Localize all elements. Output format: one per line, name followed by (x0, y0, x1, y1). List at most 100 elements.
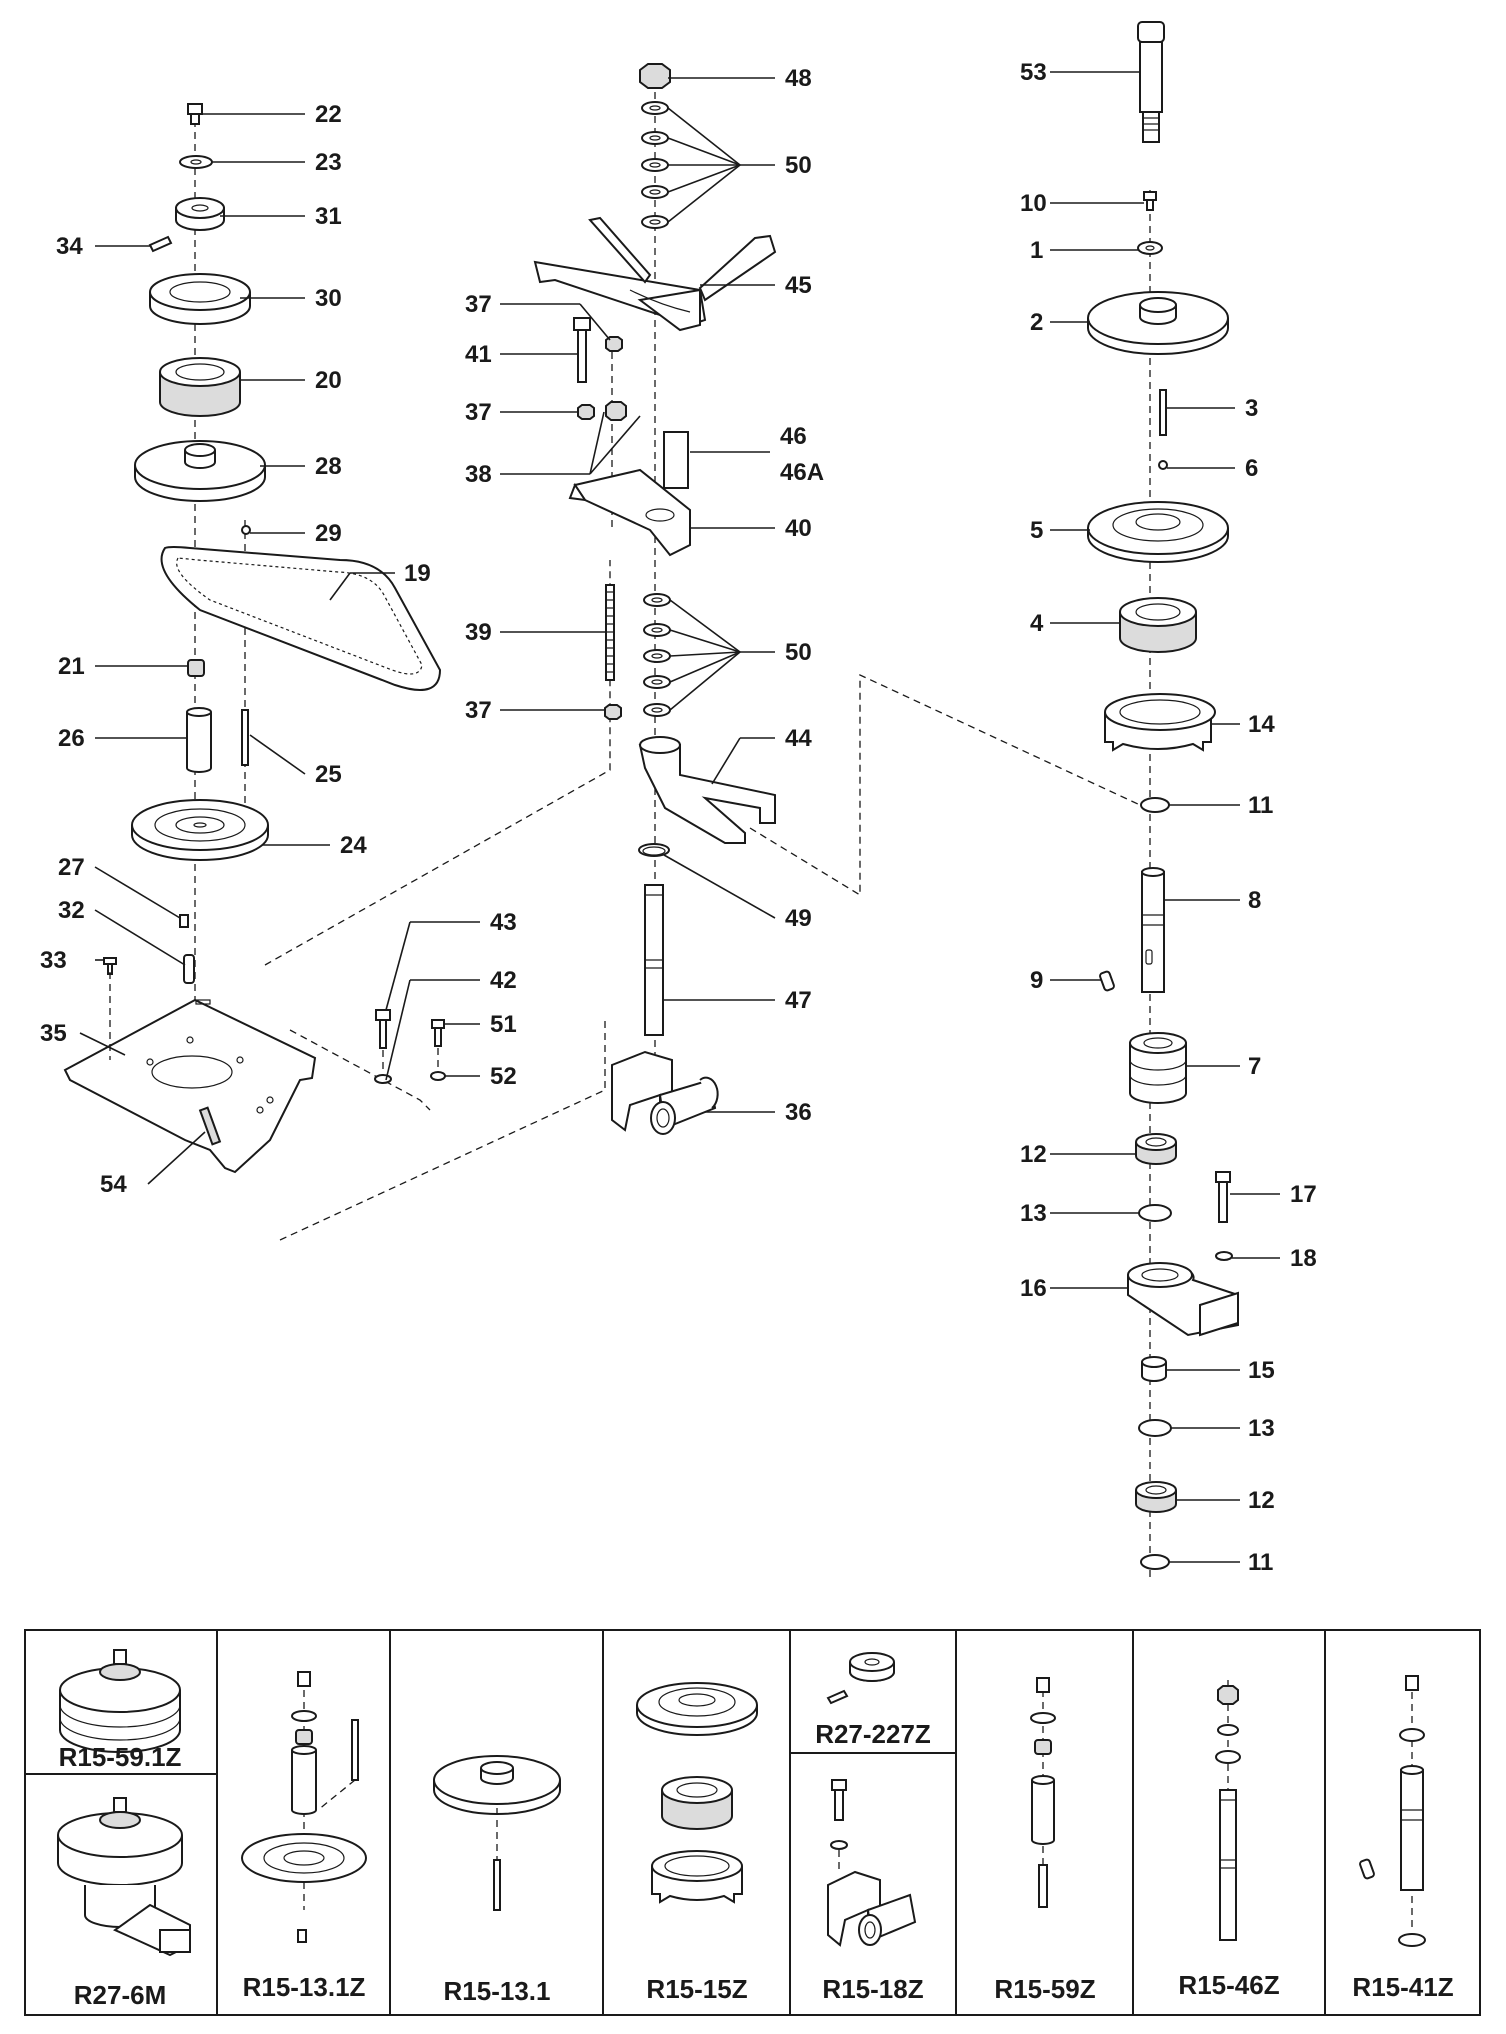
callout-10: 10 (1020, 190, 1047, 217)
callout-27: 27 (58, 854, 85, 881)
callout-50-bottom: 50 (785, 639, 812, 666)
callout-14: 14 (1248, 711, 1275, 738)
kit-label-r27-6m: R27-6M (74, 1980, 166, 2010)
part-5-pulley-disc (1087, 501, 1229, 563)
part-3-pin (1159, 389, 1167, 436)
part-50-washers-bottom (643, 593, 671, 717)
kit-r15-15z-drawing (636, 1682, 758, 1904)
callout-6: 6 (1245, 455, 1258, 482)
part-49-ring (638, 843, 670, 857)
part-12-bearing-a (1135, 1133, 1177, 1165)
part-18-washer (1215, 1251, 1233, 1261)
part-43-bolt (375, 1009, 391, 1049)
part-45-fork (533, 216, 777, 332)
part-46-spring (663, 431, 689, 489)
callout-46: 46 (780, 423, 807, 450)
callout-31: 31 (315, 203, 342, 230)
right-assembly (749, 21, 1239, 1580)
part-44-fork-arm (638, 736, 776, 844)
callout-45: 45 (785, 272, 812, 299)
callout-37-b: 37 (465, 399, 492, 426)
part-21-spring (187, 659, 205, 677)
part-19-belt (160, 546, 442, 691)
callout-35: 35 (40, 1020, 67, 1047)
part-24-pulley-disc (131, 799, 269, 861)
callout-23: 23 (315, 149, 342, 176)
part-37-nut-b (577, 404, 595, 420)
callout-22: 22 (315, 101, 342, 128)
callout-13-a: 13 (1020, 1200, 1047, 1227)
kit-r15-59-1z-drawing (59, 1649, 181, 1753)
part-40-arm (568, 468, 691, 557)
callout-37-c: 37 (465, 697, 492, 724)
part-47-shaft (644, 884, 664, 1036)
part-28-pulley (134, 440, 266, 502)
kit-label-r15-13-1: R15-13.1 (444, 1976, 551, 2006)
callout-26: 26 (58, 725, 85, 752)
callout-30: 30 (315, 285, 342, 312)
part-34-screw (148, 235, 173, 253)
callout-17: 17 (1290, 1181, 1317, 1208)
part-27-key (179, 914, 189, 928)
part-42-washer (374, 1074, 392, 1084)
part-25-pin (241, 709, 249, 766)
part-36-housing (611, 1050, 719, 1135)
callout-25: 25 (315, 761, 342, 788)
callout-28: 28 (315, 453, 342, 480)
part-12-bearing-b (1135, 1481, 1177, 1513)
part-15-bushing (1141, 1356, 1167, 1382)
part-4-bearing (1119, 597, 1197, 653)
part-37-nut-a (605, 336, 623, 352)
callout-43: 43 (490, 909, 517, 936)
part-23-washer (179, 155, 213, 169)
part-6-ball (1158, 460, 1168, 470)
callout-9: 9 (1030, 967, 1043, 994)
callout-5: 5 (1030, 517, 1043, 544)
part-13-ring-b (1138, 1419, 1172, 1437)
left-assembly (63, 103, 611, 1241)
callout-12-b: 12 (1248, 1487, 1275, 1514)
part-22-screw (187, 103, 203, 125)
callout-50-top: 50 (785, 152, 812, 179)
callout-47: 47 (785, 987, 812, 1014)
callout-41: 41 (465, 341, 492, 368)
callout-52: 52 (490, 1063, 517, 1090)
part-52-washer (430, 1071, 446, 1081)
part-20-bearing (159, 357, 241, 417)
callout-2: 2 (1030, 309, 1043, 336)
callout-3: 3 (1245, 395, 1258, 422)
kit-label-r15-46z: R15-46Z (1178, 1970, 1279, 2000)
part-2-pulley (1087, 291, 1229, 355)
part-11-ring-b (1140, 1554, 1170, 1570)
part-53-shaft (1137, 21, 1165, 143)
part-54-label (198, 1106, 222, 1146)
kit-r15-59z-drawing (1030, 1677, 1056, 1908)
kit-label-r15-13-1z: R15-13.1Z (243, 1972, 366, 2002)
callout-18: 18 (1290, 1245, 1317, 1272)
part-41-bolt (573, 317, 591, 383)
callout-24: 24 (340, 832, 367, 859)
part-13-ring-a (1138, 1204, 1172, 1222)
leader-lines (79, 71, 1280, 1563)
kit-label-r15-15z: R15-15Z (646, 1974, 747, 2004)
part-31-hub (175, 197, 225, 231)
callout-12-a: 12 (1020, 1141, 1047, 1168)
part-51-screw (431, 1019, 445, 1047)
callout-11-a: 11 (1248, 792, 1273, 819)
kit-r15-41z-drawing (1359, 1675, 1426, 1947)
part-37-nut-c (604, 704, 622, 720)
kit-r15-18z-drawing (827, 1779, 917, 1947)
kit-r15-13-1-drawing (433, 1755, 561, 1911)
part-11-ring-a (1140, 797, 1170, 813)
part-50-washers-top (641, 101, 669, 229)
kit-r15-13-1z-drawing (241, 1671, 367, 1943)
kit-label-r15-18z: R15-18Z (822, 1974, 923, 2004)
callout-37-a: 37 (465, 291, 492, 318)
callout-36: 36 (785, 1099, 812, 1126)
callout-11-b: 11 (1248, 1549, 1273, 1576)
part-32-pin (183, 954, 195, 984)
part-29-ball (241, 525, 251, 535)
callout-46a: 46A (780, 459, 824, 486)
callout-4: 4 (1030, 610, 1044, 637)
